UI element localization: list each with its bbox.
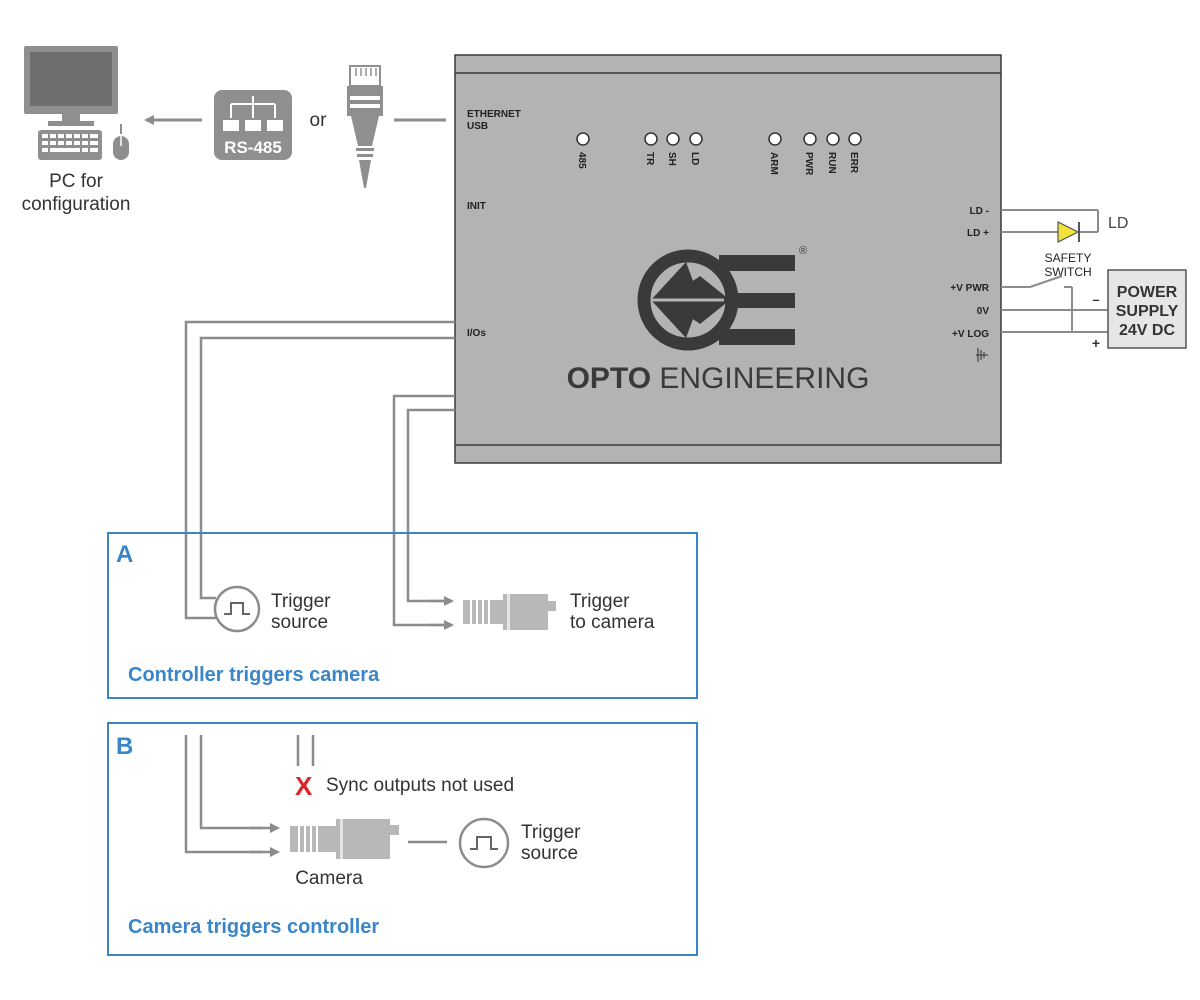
terminal-v-pwr: +V PWR — [950, 283, 989, 294]
led-run-label: RUN — [826, 152, 837, 174]
panel-b-trigger-source-line1: Trigger — [521, 822, 581, 843]
terminal-ld-plus: LD + — [967, 228, 989, 239]
terminal-v-log: +V LOG — [952, 329, 989, 340]
led-ld-indicator — [689, 132, 703, 146]
led-err-indicator — [848, 132, 862, 146]
brand-name-light: ENGINEERING — [651, 362, 869, 395]
unused-x-icon: X — [295, 771, 313, 801]
trigger-source-icon — [213, 585, 261, 633]
brand-name-bold: OPTO — [567, 362, 651, 395]
trigger-source-icon — [458, 817, 510, 869]
panel-a-trigger-source-line1: Trigger — [271, 591, 331, 612]
ground-icon — [976, 348, 988, 362]
power-supply-line2: SUPPLY — [1116, 303, 1179, 320]
panel-b-wires — [184, 735, 447, 854]
port-ios-label: I/Os — [467, 328, 486, 339]
led-pwr-indicator — [803, 132, 817, 146]
power-plus-sign: + — [1092, 335, 1100, 351]
panel-a-trigger-camera-line1: Trigger — [570, 591, 630, 612]
panel-a-caption: Controller triggers camera — [128, 664, 380, 686]
or-text: or — [310, 110, 328, 131]
panel-b-trigger-source-line2: source — [521, 843, 578, 864]
power-supply-line3: 24V DC — [1119, 322, 1175, 339]
led-485-label: 485 — [576, 152, 587, 169]
panel-b-caption: Camera triggers controller — [128, 916, 379, 938]
power-supply-box — [1107, 269, 1187, 349]
led-err-label: ERR — [848, 152, 859, 174]
ld-diode-icon — [1057, 221, 1080, 243]
led-tr-indicator — [644, 132, 658, 146]
safety-switch-line1: SAFETY — [1045, 251, 1092, 265]
registered-mark: ® — [799, 245, 807, 257]
panel-b-box — [107, 722, 698, 956]
ld-wiring — [1001, 209, 1099, 233]
panel-a-trigger-source-line2: source — [271, 612, 328, 633]
led-tr-label: TR — [644, 152, 655, 166]
led-485-indicator — [576, 132, 590, 146]
pc-icon — [24, 46, 129, 160]
opto-engineering-logo: ® — [637, 245, 807, 351]
pc-label-line1: PC for — [49, 171, 104, 192]
led-sh-indicator — [666, 132, 680, 146]
ethernet-plug-icon — [347, 65, 383, 188]
status-leds: 485 TR SH LD ARM PWR RUN ERR — [576, 132, 862, 176]
port-usb-label: USB — [467, 121, 488, 132]
led-sh-label: SH — [666, 152, 677, 166]
led-ld-label: LD — [689, 152, 700, 165]
terminal-ld-minus: LD - — [970, 206, 989, 217]
rs485-label: RS-485 — [224, 138, 282, 157]
led-run-indicator — [826, 132, 840, 146]
safety-switch-line2: SWITCH — [1044, 265, 1091, 279]
led-arm-indicator — [768, 132, 782, 146]
camera-icon — [463, 594, 556, 630]
power-minus-sign: – — [1092, 292, 1099, 307]
panel-a-trigger-camera-line2: to camera — [570, 612, 655, 633]
port-ethernet-label: ETHERNET — [467, 109, 521, 120]
panel-b-sync-note: Sync outputs not used — [326, 775, 514, 796]
pc-label-line2: configuration — [22, 194, 131, 215]
port-init-label: INIT — [467, 201, 486, 212]
led-pwr-label: PWR — [803, 152, 814, 176]
panel-b-letter: B — [116, 733, 133, 760]
panel-b-camera-label: Camera — [295, 868, 363, 889]
power-supply-line1: POWER — [1117, 284, 1178, 301]
camera-icon — [290, 819, 399, 859]
io-wires — [184, 320, 455, 627]
ld-label: LD — [1108, 215, 1128, 232]
rs485-icon: RS-485 — [214, 90, 292, 160]
led-arm-label: ARM — [768, 152, 779, 175]
power-wiring — [1001, 275, 1108, 333]
panel-a-letter: A — [116, 541, 133, 568]
panel-a-box — [107, 532, 698, 699]
brand-name: OPTO ENGINEERING — [567, 362, 870, 395]
terminal-0v: 0V — [977, 306, 990, 317]
